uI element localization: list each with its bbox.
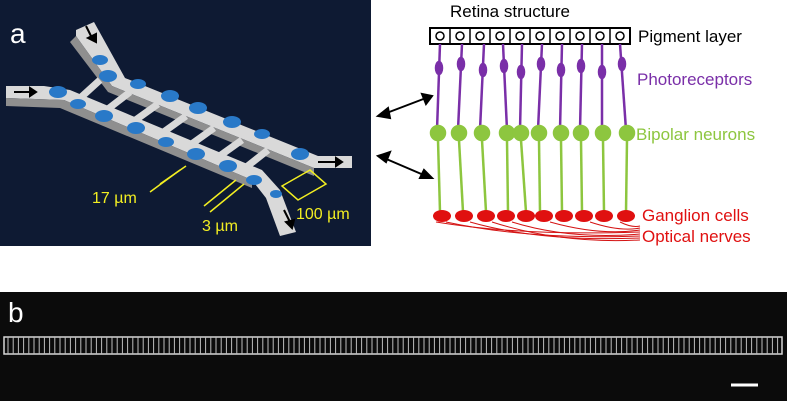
pigment-layer-cells: [429, 27, 631, 45]
flow-arrows: [14, 25, 344, 230]
connecting-channels: [75, 77, 271, 175]
optical-nerves: [435, 221, 641, 242]
label-ganglion-cells: Ganglion cells: [642, 206, 749, 225]
panel-b-label: b: [8, 297, 24, 328]
ganglion-cells: [433, 210, 635, 222]
dimension-callouts: [149, 165, 328, 213]
label-optical-nerves: Optical nerves: [642, 227, 751, 246]
dimension-100um: 100 µm: [296, 206, 350, 223]
label-bipolar-neurons: Bipolar neurons: [636, 125, 756, 144]
top-channel: [70, 22, 352, 176]
channel-array-image: [0, 292, 787, 401]
retina-title: Retina structure: [450, 2, 570, 21]
bipolar-neurons: [429, 124, 636, 213]
dimension-3um: 3 µm: [202, 218, 238, 235]
link-arrows: [375, 92, 435, 179]
label-photoreceptors: Photoreceptors: [637, 70, 753, 89]
photoreceptor-cells: [434, 43, 628, 131]
bottom-channel: [6, 86, 296, 236]
panel-a-label: a: [10, 18, 26, 49]
label-pigment-layer: Pigment layer: [638, 27, 742, 46]
neuron-cells: [49, 55, 309, 198]
dimension-17um: 17 µm: [92, 190, 137, 207]
